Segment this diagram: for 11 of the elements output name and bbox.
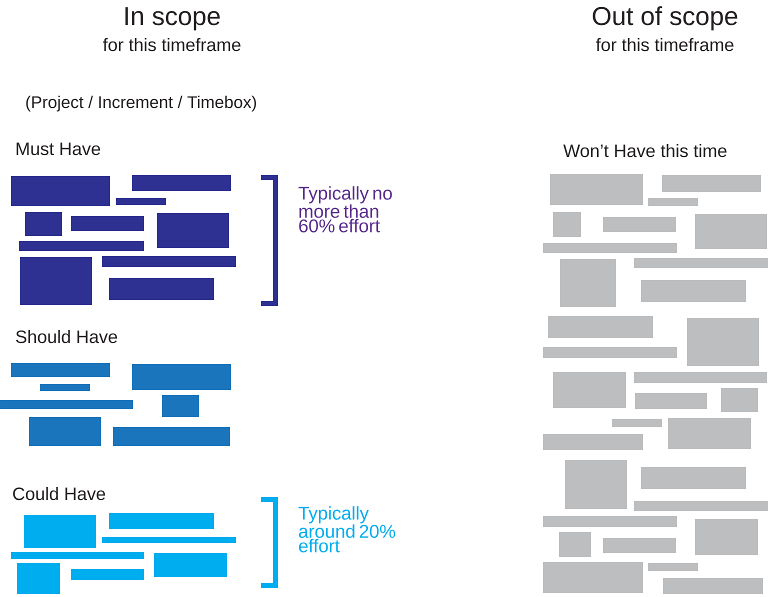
effort-note: Typically around 20% effort [298, 506, 396, 552]
effort-note: Typically no more than 60% effort [298, 186, 392, 232]
category-label: Could Have [13, 487, 106, 500]
heading: Out of scope [592, 6, 738, 30]
category-label: Won’t Have this time [563, 144, 726, 158]
category-label: Must Have [16, 142, 100, 156]
category-label: Should Have [16, 330, 118, 344]
scope-note: (Project / Increment / Timebox) [26, 96, 256, 112]
subheading: for this timeframe [103, 38, 240, 52]
heading: In scope [125, 7, 220, 30]
subheading: for this timeframe [596, 38, 734, 52]
